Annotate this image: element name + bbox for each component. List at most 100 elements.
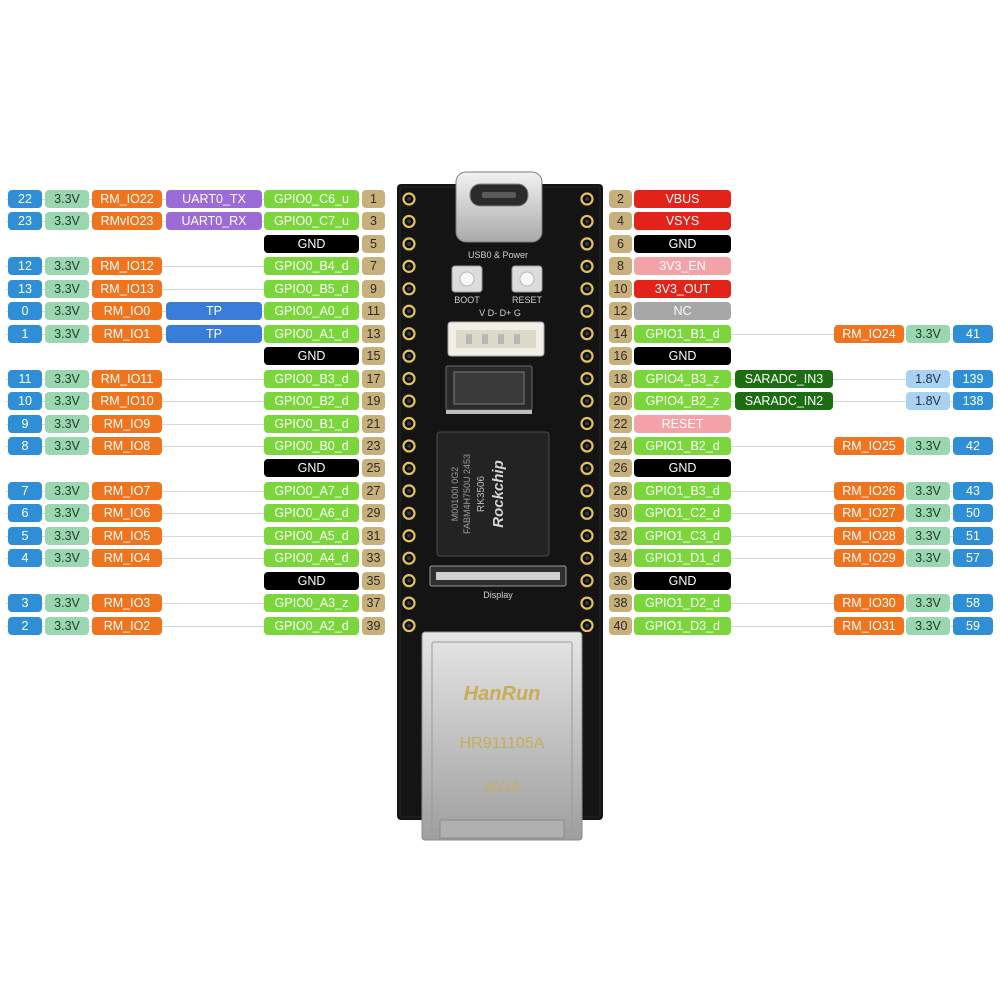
gpio-label-40: GPIO1_D3_d (634, 616, 731, 635)
gnd-label-25: GND (264, 459, 359, 478)
voltage-label-7: 3.3V (45, 257, 89, 276)
leader-line (636, 603, 994, 604)
leader-line (636, 513, 994, 514)
gpio-number-20: 138 (953, 392, 993, 411)
gpio-label-18: GPIO4_B3_z (634, 369, 731, 388)
pin-hole-center (585, 623, 589, 628)
rm-label-30: RM_IO27 (834, 504, 904, 523)
pin-hole-center (407, 286, 411, 291)
power-label-2: VBUS (634, 190, 731, 208)
leader-line (6, 603, 360, 604)
gpio-label-27: GPIO0_A7_d (264, 481, 359, 500)
rm-label-13: RM_IO1 (92, 324, 162, 343)
pin-hole-center (585, 421, 589, 426)
gpio-label-28: GPIO1_B3_d (634, 481, 731, 500)
rm-label-17: RM_IO11 (92, 369, 162, 388)
pin-hole-center (585, 533, 589, 538)
gpio-number-19: 10 (8, 392, 42, 411)
rm-label-24: RM_IO25 (834, 436, 904, 455)
voltage-label-1: 3.3V (45, 190, 89, 208)
rm-label-14: RM_IO24 (834, 324, 904, 343)
pin-hole-center (585, 443, 589, 448)
gpio-label-9: GPIO0_B5_d (264, 279, 359, 298)
pin-hole-center (585, 488, 589, 493)
pin-number-5: 5 (362, 234, 385, 253)
pin-number-23: 23 (362, 436, 385, 455)
rm-label-34: RM_IO29 (834, 549, 904, 568)
pin-number-19: 19 (362, 392, 385, 411)
pin-hole-center (585, 601, 589, 606)
voltage-label-37: 3.3V (45, 594, 89, 613)
pin-hole-center (585, 219, 589, 224)
pin-number-25: 25 (362, 459, 385, 478)
pin-hole-center (585, 264, 589, 269)
gpio-label-20: GPIO4_B2_z (634, 392, 731, 411)
rm-label-27: RM_IO7 (92, 481, 162, 500)
rm-label-37: RM_IO3 (92, 594, 162, 613)
leader-line (6, 266, 360, 267)
pin-number-38: 38 (609, 594, 632, 613)
chip-model: RK3506 (476, 475, 487, 512)
chip-brand: Rockchip (490, 460, 507, 528)
voltage-label-11: 3.3V (45, 302, 89, 321)
rm-label-32: RM_IO28 (834, 526, 904, 545)
gpio-label-31: GPIO0_A5_d (264, 526, 359, 545)
rm-label-29: RM_IO6 (92, 504, 162, 523)
pin-hole-center (585, 197, 589, 201)
power-label-12: NC (634, 302, 731, 321)
rj45-brand: HanRun (464, 683, 541, 705)
gpio-label-3: GPIO0_C7_u (264, 212, 359, 231)
rj45-jack (421, 631, 583, 841)
pin-number-15: 15 (362, 347, 385, 366)
pin-number-4: 4 (609, 212, 632, 231)
rm-label-3: RMvIO23 (92, 212, 162, 231)
gnd-label-5: GND (264, 234, 359, 253)
gpio-number-31: 5 (8, 526, 42, 545)
pin-hole-center (585, 309, 589, 314)
gpio-label-29: GPIO0_A6_d (264, 504, 359, 523)
rm-label-21: RM_IO9 (92, 414, 162, 433)
voltage-label-17: 3.3V (45, 369, 89, 388)
rm-label-9: RM_IO13 (92, 279, 162, 298)
voltage-label-40: 3.3V (906, 616, 950, 635)
rm-label-33: RM_IO4 (92, 549, 162, 568)
boot-button (451, 265, 483, 293)
gpio-label-17: GPIO0_B3_d (264, 369, 359, 388)
func-label-11: TP (166, 302, 262, 321)
pin-hole-center (407, 443, 411, 448)
adc-label-18: SARADC_IN3 (735, 369, 833, 388)
gpio-label-39: GPIO0_A2_d (264, 616, 359, 635)
boot-label: BOOT (454, 295, 480, 305)
pin-hole-center (407, 264, 411, 269)
voltage-label-31: 3.3V (45, 526, 89, 545)
gpio-label-34: GPIO1_D1_d (634, 549, 731, 568)
gpio-number-11: 0 (8, 302, 42, 321)
pin-number-14: 14 (609, 324, 632, 343)
pin-number-34: 34 (609, 549, 632, 568)
pin-hole-center (585, 556, 589, 561)
pin-number-18: 18 (609, 369, 632, 388)
gnd-label-35: GND (264, 571, 359, 590)
pin-hole-center (585, 466, 589, 471)
rj45-model: HR911105A (460, 735, 545, 752)
leader-line (636, 334, 994, 335)
pin-number-17: 17 (362, 369, 385, 388)
voltage-label-38: 3.3V (906, 594, 950, 613)
pin-number-8: 8 (609, 257, 632, 276)
gpio-number-40: 59 (953, 616, 993, 635)
pin-number-2: 2 (609, 190, 632, 208)
gpio-number-18: 139 (953, 369, 993, 388)
voltage-label-3: 3.3V (45, 212, 89, 231)
pin-hole-center (407, 601, 411, 606)
rj45-code: 20/10 (484, 779, 519, 795)
pin-number-26: 26 (609, 459, 632, 478)
pin-number-11: 11 (362, 302, 385, 321)
pin-number-29: 29 (362, 504, 385, 523)
gpio-label-11: GPIO0_A0_d (264, 302, 359, 321)
pin-hole-center (407, 556, 411, 561)
gpio-label-24: GPIO1_B2_d (634, 436, 731, 455)
voltage-label-14: 3.3V (906, 324, 950, 343)
voltage-label-30: 3.3V (906, 504, 950, 523)
gpio-label-1: GPIO0_C6_u (264, 190, 359, 208)
